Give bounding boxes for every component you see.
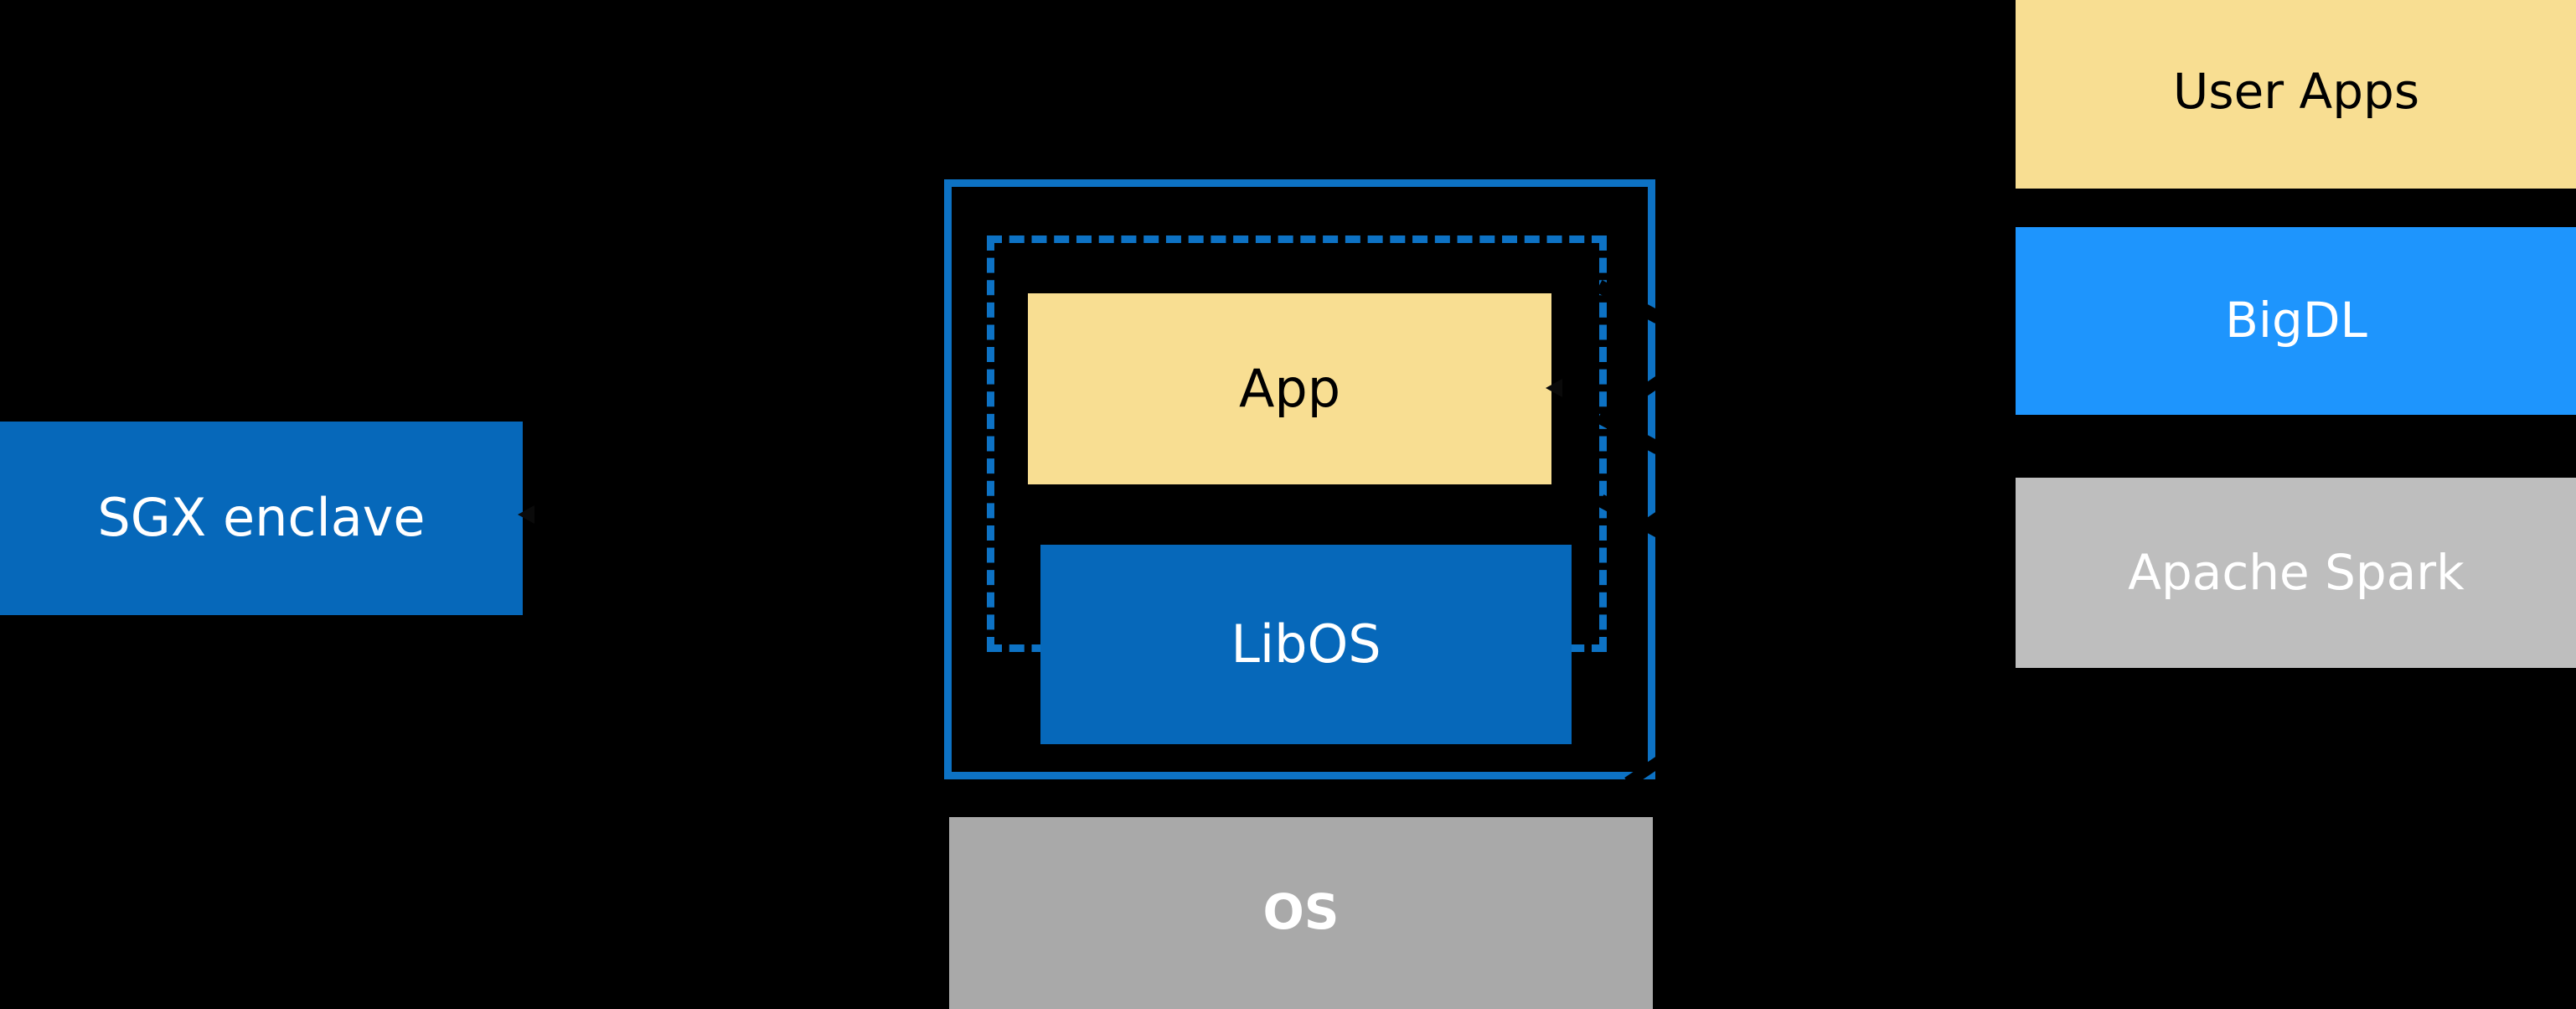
sgx-leader-line bbox=[523, 513, 958, 517]
sgx-arrowhead-icon bbox=[518, 505, 534, 524]
sgx-enclave-box[interactable]: SGX enclave bbox=[0, 422, 523, 615]
apache-spark-box[interactable]: Apache Spark bbox=[2016, 478, 2576, 668]
libos-label: LibOS bbox=[1231, 613, 1381, 675]
app-label: App bbox=[1238, 357, 1341, 419]
os-label: OS bbox=[1262, 883, 1340, 940]
apache-spark-label: Apache Spark bbox=[2128, 543, 2465, 601]
enclave-outer-frame bbox=[944, 179, 1655, 779]
libos-box[interactable]: LibOS bbox=[1040, 545, 1572, 744]
user-apps-leader-line bbox=[1551, 386, 2021, 391]
user-apps-arrowhead-icon bbox=[1546, 379, 1562, 397]
bigdl-box[interactable]: BigDL bbox=[2016, 227, 2576, 415]
user-apps-label: User Apps bbox=[2172, 63, 2420, 121]
os-box[interactable]: OS bbox=[949, 817, 1653, 1009]
app-box[interactable]: App bbox=[1028, 293, 1551, 484]
sgx-enclave-label: SGX enclave bbox=[97, 487, 426, 549]
user-apps-box[interactable]: User Apps bbox=[2016, 0, 2576, 189]
bigdl-label: BigDL bbox=[2225, 292, 2367, 349]
